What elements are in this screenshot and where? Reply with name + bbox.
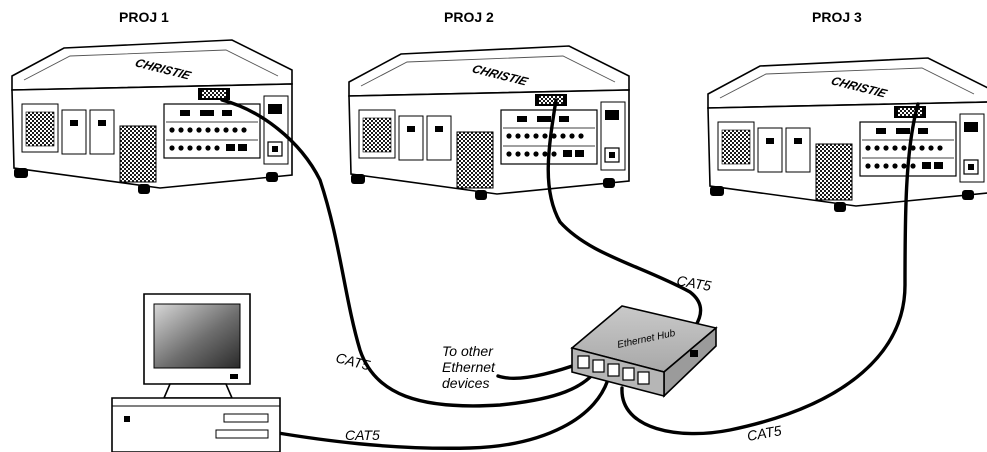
other-devices-line2: Ethernet (442, 359, 496, 375)
cable-proj3 (620, 102, 920, 436)
projector-2: CHRISTIE (348, 45, 630, 201)
other-devices-line3: devices (442, 375, 489, 391)
cable-other-devices (496, 360, 586, 380)
projector-2-label: PROJ 2 (444, 9, 494, 25)
ethernet-hub: Ethernet Hub (570, 305, 718, 398)
computer (111, 293, 281, 452)
cable-proj1 (220, 98, 604, 408)
projector-3: CHRISTIE (707, 57, 987, 213)
cat5-label-computer-side: CAT5 (334, 349, 372, 373)
projector-1-label: PROJ 1 (119, 9, 169, 25)
cat5-label-proj3: CAT5 (746, 422, 783, 444)
hub-ports (577, 355, 650, 385)
cat5-label-computer: CAT5 (345, 427, 380, 443)
hub-port-icon (690, 350, 698, 357)
projector-3-label: PROJ 3 (812, 9, 862, 25)
cat5-label-proj2: CAT5 (675, 272, 712, 294)
projector-1: CHRISTIE (11, 39, 293, 195)
other-devices-line1: To other (442, 343, 494, 359)
cable-computer (270, 370, 612, 450)
